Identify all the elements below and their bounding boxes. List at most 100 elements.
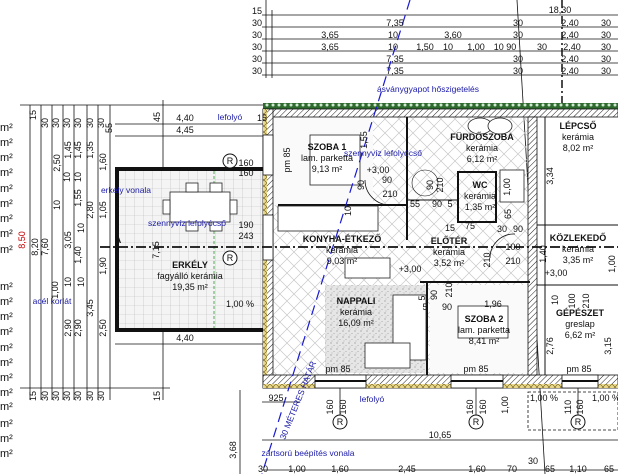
dimension-text: 30 [51, 391, 61, 401]
dimension-text: 90 [442, 302, 452, 312]
dimension-text: +3,00 [545, 268, 568, 278]
dimension-text: 7,35 [386, 54, 404, 64]
dimension-text: 1,45 [73, 141, 83, 159]
area-unit-label: m² [0, 137, 13, 149]
dimension-text: 1,00 [607, 255, 617, 273]
dimension-text: 30 [40, 118, 50, 128]
annotation: acél korlát [33, 296, 72, 306]
dimension-text: 2,40 [561, 54, 579, 64]
dimension-text: 30 [73, 118, 83, 128]
radiator-symbol: R [227, 253, 234, 263]
dimension-text: 30 [258, 464, 268, 474]
dimension-text: 2,90 [73, 319, 83, 337]
dimension-text: 30 [85, 118, 95, 128]
dimension-text: 1,50 [416, 42, 434, 52]
dimension-text: 1,60 [98, 153, 108, 171]
dimension-text: 15 [152, 391, 162, 401]
dimension-text: 160 [238, 168, 253, 178]
area-unit-label: m² [0, 342, 13, 354]
dimension-text: 30 [513, 18, 523, 28]
room-name: NAPPALI [337, 296, 376, 306]
area-unit-label: m² [0, 372, 13, 384]
radiator-markers [222, 153, 586, 430]
room-name: KÖZLEKEDŐ [550, 232, 607, 243]
dimension-text: 2,80 [85, 201, 95, 219]
dimension-text: 1,96 [484, 299, 502, 309]
room-area: 16,09 m² [338, 318, 374, 328]
room-floor: kerámia [466, 143, 498, 153]
radiator-circle-icon [570, 414, 586, 430]
dimension-text: 3,34 [545, 167, 555, 185]
dimension-text: 30 [513, 54, 523, 64]
dimension-text: 7,35 [386, 18, 404, 28]
dimension-text: 1,60 [468, 464, 486, 474]
room-floor: greslap [565, 319, 595, 329]
area-unit-label: m² [0, 244, 13, 256]
bottom-dimension-lines [262, 388, 618, 471]
dimension-text: 1,00 % [592, 393, 618, 403]
radiator-circle-icon [332, 414, 348, 430]
dimension-text: 15 [252, 6, 262, 16]
area-unit-label: m² [0, 387, 13, 399]
room-floor: kerámia [326, 245, 358, 255]
dimension-text: 160 [478, 399, 488, 414]
dimension-text: 8,50 [17, 231, 27, 249]
dimension-text: 15 [257, 113, 267, 123]
area-unit-label: m² [0, 122, 13, 134]
balcony-floor [115, 167, 267, 332]
dimension-text: 10 [76, 223, 86, 233]
dimension-text: 10 90 [494, 42, 517, 52]
dimension-text: 10 [388, 42, 398, 52]
dimension-text: 1,55 [359, 131, 369, 149]
insulation-strip [263, 103, 618, 109]
dimension-text: 3,60 [444, 30, 462, 40]
room-name: ERKÉLY [172, 260, 208, 270]
dimension-text: 30 [252, 42, 262, 52]
dimension-text: 90 [382, 175, 392, 185]
dimension-text: 1,55 [73, 189, 83, 207]
room-area: 9,13 m² [312, 164, 343, 174]
room-name: ELŐTÉR [431, 235, 468, 246]
area-unit-label: m² [0, 311, 13, 323]
radiator-symbol: R [473, 417, 480, 427]
dimension-text: 243 [238, 231, 253, 241]
dimension-text: 1,00 [502, 178, 512, 196]
dimension-text: 160 [338, 399, 348, 414]
dimension-text: +3,00 [367, 165, 390, 175]
room-name: KONYHA-ÉTKEZŐ [303, 233, 382, 244]
dimension-text: 7,60 [40, 238, 50, 256]
left-dimension-lines [20, 100, 270, 474]
room-floor: kerámia [340, 307, 372, 317]
dimension-text: 3,15 [603, 337, 613, 355]
area-unit-label: m² [0, 281, 13, 293]
room-area: 1,35 m² [465, 202, 496, 212]
dimension-text: 65 [503, 209, 513, 219]
dimension-text: 30 [62, 118, 72, 128]
room-floor: kerámia [464, 191, 496, 201]
annotation: zártsorú beépítés vonala [261, 448, 354, 458]
dimension-text: 110 [563, 400, 573, 414]
area-unit-label: m² [0, 401, 13, 413]
dimension-text: 2,40 [561, 30, 579, 40]
dimension-text: 160 [325, 399, 335, 414]
dimension-text: 160 [238, 158, 253, 168]
dimension-text: 1,45 [63, 141, 73, 159]
dimension-text: 10 [62, 172, 72, 182]
dimension-text: 1,05 [98, 201, 108, 219]
room-area: 9,03 m² [327, 256, 358, 266]
dimension-text: 15 [445, 223, 455, 233]
dimension-text: 4,40 [176, 333, 194, 343]
radiator-circle-icon [222, 153, 238, 169]
dimension-text: 10 [52, 200, 62, 210]
section-marker: A [115, 235, 122, 245]
dimension-text: 30 [40, 391, 50, 401]
dimension-text: 2,76 [545, 337, 555, 355]
dimension-text: 30 [252, 54, 262, 64]
room-name: GÉPÉSZET [556, 308, 605, 318]
area-unit-label: m² [0, 152, 13, 164]
dimension-text: 10 [63, 277, 73, 287]
dimension-text: 15 [28, 110, 38, 120]
dimension-text: 2,40 [563, 42, 581, 52]
dimension-text: 30 [62, 391, 72, 401]
